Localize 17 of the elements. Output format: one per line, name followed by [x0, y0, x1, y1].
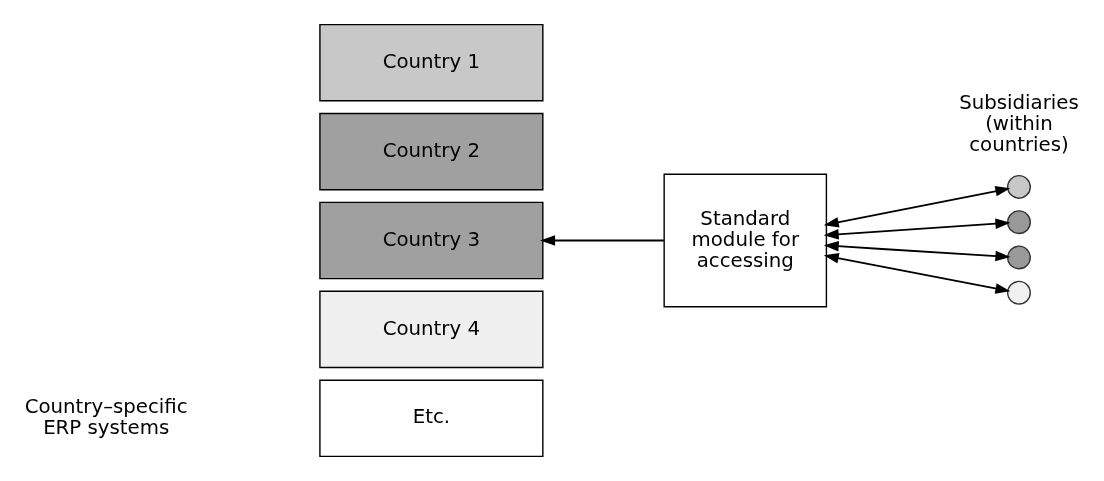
node-box: Country 4 [319, 290, 544, 369]
label: Country–specific ERP systems [24, 394, 188, 440]
arrow [823, 241, 1011, 262]
arrow [823, 253, 1011, 294]
node-circle [1007, 174, 1031, 199]
arrow [823, 218, 1011, 240]
node-box: Etc. [319, 379, 544, 458]
node-circle [1007, 245, 1031, 270]
node-circle [1007, 280, 1031, 305]
node-box: Country 1 [319, 23, 544, 102]
node-box: Standard module for accessing [663, 173, 828, 308]
label: Subsidiaries (within countries) [959, 90, 1079, 157]
node-box: Country 2 [319, 112, 544, 191]
arrow [540, 235, 665, 246]
node-circle [1007, 210, 1031, 235]
node-box: Country 3 [319, 201, 544, 280]
arrow [823, 186, 1011, 228]
